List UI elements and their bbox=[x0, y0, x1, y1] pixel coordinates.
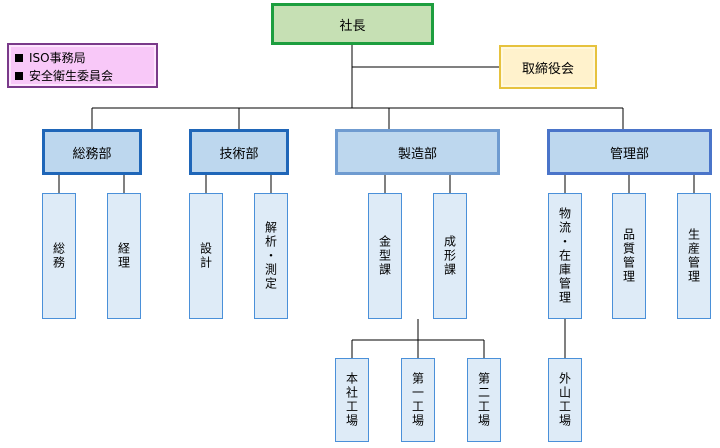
legend-item-label: ISO事務局 bbox=[29, 51, 86, 65]
section-label: 品質管理 bbox=[621, 228, 636, 284]
section-box: 成形課 bbox=[433, 193, 467, 319]
section-box: 品質管理 bbox=[612, 193, 646, 319]
legend-item-label: 安全衛生委員会 bbox=[29, 69, 114, 83]
section-box: 金型課 bbox=[368, 193, 402, 319]
dept-management: 管理部 bbox=[547, 129, 712, 175]
legend-item: ISO事務局 bbox=[15, 49, 156, 67]
plant-box: 第二工場 bbox=[467, 358, 501, 442]
dept-general-affairs: 総務部 bbox=[42, 129, 142, 175]
section-label: 成形課 bbox=[442, 235, 457, 277]
section-label: 総務 bbox=[51, 242, 66, 270]
section-box: 物流・在庫管理 bbox=[548, 193, 582, 319]
section-label: 経理 bbox=[116, 242, 131, 270]
dept-label: 管理部 bbox=[609, 146, 649, 162]
section-box: 経理 bbox=[107, 193, 141, 319]
dept-manufacturing: 製造部 bbox=[335, 129, 500, 175]
plant-label: 外山工場 bbox=[557, 372, 572, 428]
section-label: 解析・測定 bbox=[263, 221, 278, 291]
board-label: 取締役会 bbox=[521, 61, 574, 77]
dept-technology: 技術部 bbox=[189, 129, 289, 175]
section-box: 解析・測定 bbox=[254, 193, 288, 319]
president-label: 社長 bbox=[339, 18, 366, 34]
plant-box: 第一工場 bbox=[401, 358, 435, 442]
plant-label: 本社工場 bbox=[344, 372, 359, 428]
plant-box: 本社工場 bbox=[335, 358, 369, 442]
plant-label: 第一工場 bbox=[410, 372, 425, 428]
square-bullet-icon bbox=[15, 54, 23, 62]
plant-box: 外山工場 bbox=[548, 358, 582, 442]
president-box: 社長 bbox=[271, 3, 434, 45]
legend-box: ISO事務局 安全衛生委員会 bbox=[7, 43, 158, 88]
plant-label: 第二工場 bbox=[476, 372, 491, 428]
dept-label: 総務部 bbox=[72, 146, 112, 162]
dept-label: 技術部 bbox=[219, 146, 259, 162]
section-box: 総務 bbox=[42, 193, 76, 319]
square-bullet-icon bbox=[15, 72, 23, 80]
section-label: 金型課 bbox=[377, 235, 392, 277]
section-box: 設計 bbox=[189, 193, 223, 319]
board-of-directors-box: 取締役会 bbox=[499, 45, 597, 89]
section-label: 物流・在庫管理 bbox=[557, 207, 572, 305]
legend-item: 安全衛生委員会 bbox=[15, 67, 156, 85]
section-label: 設計 bbox=[198, 242, 213, 270]
section-label: 生産管理 bbox=[686, 228, 701, 284]
section-box: 生産管理 bbox=[677, 193, 711, 319]
dept-label: 製造部 bbox=[397, 146, 437, 162]
